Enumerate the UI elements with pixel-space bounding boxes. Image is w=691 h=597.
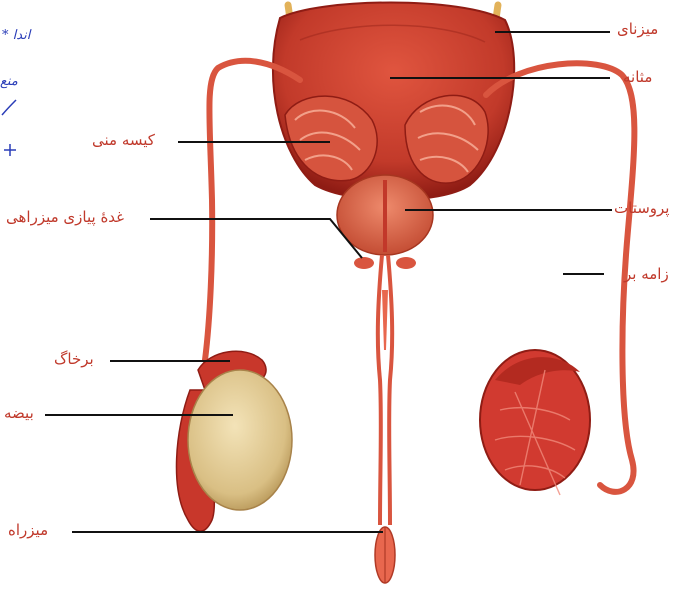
label-epididymis: برخاگ [54,350,94,368]
left-testis [188,370,292,510]
label-ureter: میزنای [617,20,658,38]
margin-note-2: منع [0,74,18,89]
label-urethra: میزراه [8,521,48,539]
right-bulbourethral-gland [396,257,416,269]
label-testis: بیضه [4,404,34,422]
margin-mark [2,100,16,115]
margin-star [4,144,16,156]
label-seminal-vesicle: کیسه منی [92,131,155,149]
label-bulbourethral-gland: غدهٔ پیازی میزراهی [6,208,124,226]
label-bladder: مثانه [623,68,652,86]
left-bulbourethral-gland [354,257,374,269]
margin-note-1: * اندا [2,28,30,43]
label-prostate: پروستات [614,199,669,217]
leader-bulbourethral [150,219,362,258]
label-vas-deferens: زامه بر [624,265,669,283]
